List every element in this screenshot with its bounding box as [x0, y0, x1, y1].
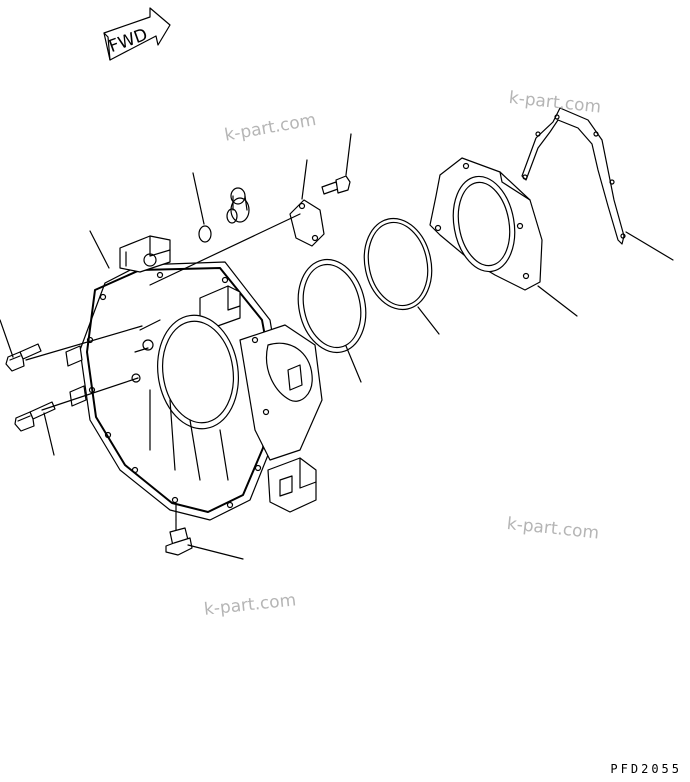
fwd-arrow-icon: FWD	[103, 7, 171, 61]
o-ring-small	[198, 225, 212, 243]
leader-lines	[0, 133, 674, 560]
breather-fitting	[226, 187, 250, 224]
cover-bolt	[321, 175, 351, 195]
oil-seal-ring	[297, 258, 367, 354]
drain-plug	[165, 519, 193, 556]
housing-bolt-lower	[14, 401, 56, 432]
gasket-ring	[363, 217, 433, 311]
housing-bolt-upper	[5, 343, 42, 372]
seal-housing	[429, 157, 543, 291]
cover-plate	[289, 199, 325, 247]
housing-gasket	[521, 107, 626, 245]
drawing-code: PFD2055	[610, 762, 682, 776]
flywheel-housing	[65, 235, 323, 521]
